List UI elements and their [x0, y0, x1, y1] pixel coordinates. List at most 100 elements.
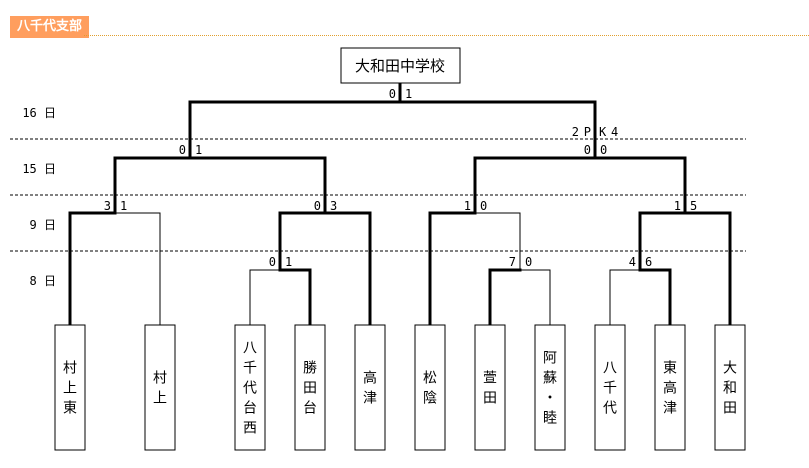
team-box: 東高津 — [654, 324, 686, 451]
bracket-line — [519, 269, 551, 326]
team-name-char: 上 — [153, 391, 167, 407]
bracket-line — [188, 100, 402, 160]
score-right: 1 — [120, 199, 127, 213]
team-box-frame — [54, 324, 86, 451]
team-box-frame — [534, 324, 566, 451]
score-left: 1 — [464, 199, 471, 213]
team-name-char: 松 — [423, 371, 437, 387]
score-right: 1 — [285, 255, 292, 269]
team-box: 村上東 — [54, 324, 86, 451]
team-name-char: 千 — [243, 361, 257, 377]
score-left: 0 — [179, 143, 186, 157]
pk-score-left: 2 — [572, 125, 579, 139]
team-name-char: 睦 — [543, 411, 557, 427]
team-box: 萱田 — [474, 324, 506, 451]
team-name-char: 代 — [243, 381, 257, 397]
team-name-char: 田 — [723, 401, 737, 417]
bracket-line-winner — [68, 211, 117, 327]
pk-label-k: K — [599, 125, 607, 139]
score-left: 0 — [389, 87, 396, 101]
round-label-8: 8 日 — [30, 274, 56, 288]
team-name-char: 田 — [303, 381, 317, 397]
team-box-frame — [594, 324, 626, 451]
branch-title: 八千代支部 — [10, 16, 90, 38]
team-box-frame — [714, 324, 746, 451]
team-box-frame — [144, 324, 176, 451]
team-name-char: 陰 — [423, 391, 437, 407]
team-box-frame — [234, 324, 266, 451]
team-name-char: 高 — [663, 380, 677, 397]
bracket-line — [474, 212, 521, 271]
bracket-line-winner — [323, 211, 372, 327]
team-name-char: 和 — [723, 381, 737, 397]
bracket-line-winner — [278, 268, 312, 327]
team-box: 高津 — [354, 324, 386, 451]
bracket-line — [278, 211, 327, 272]
team-box: 村上 — [144, 324, 176, 451]
team-box-frame — [654, 324, 686, 451]
score-right: 1 — [405, 87, 412, 101]
bracket-line-winner — [593, 156, 687, 215]
team-name-char: 萱 — [483, 371, 497, 387]
team-box: 大和田 — [714, 324, 746, 451]
team-name-char: 東 — [663, 361, 677, 377]
bracket-line — [609, 269, 641, 326]
round-label-9: 9 日 — [30, 218, 56, 232]
team-name-char: 田 — [483, 391, 497, 407]
bracket-line — [114, 212, 161, 326]
team-name-char: 台 — [243, 401, 257, 417]
score-left: 0 — [584, 143, 591, 157]
score-right: 1 — [195, 143, 202, 157]
team-box-frame — [474, 324, 506, 451]
pk-score-right: 4 — [611, 125, 618, 139]
score-left: 0 — [269, 255, 276, 269]
score-right: 6 — [645, 255, 652, 269]
team-name-char: 上 — [63, 381, 77, 397]
header-divider — [84, 35, 809, 36]
score-right: 0 — [600, 143, 607, 157]
team-box-frame — [414, 324, 446, 451]
bracket-line — [473, 156, 597, 215]
score-left: 4 — [629, 255, 636, 269]
team-name-char: 勝 — [303, 361, 317, 377]
round-label-15: 15 日 — [22, 162, 56, 176]
team-name-char: 高 — [363, 370, 377, 387]
bracket-line-winner — [683, 211, 732, 327]
score-left: 3 — [104, 199, 111, 213]
team-name-char: 蘇 — [543, 371, 557, 387]
team-name-char: 東 — [63, 401, 77, 417]
score-right: 0 — [525, 255, 532, 269]
champion-box — [340, 47, 461, 84]
score-left: 1 — [674, 199, 681, 213]
bracket-line-winner — [398, 100, 597, 160]
team-name-char: 台 — [303, 401, 317, 417]
champion-name: 大和田中学校 — [355, 57, 445, 75]
team-name-char: 津 — [363, 391, 377, 407]
score-left: 7 — [509, 255, 516, 269]
team-name-char: 千 — [603, 381, 617, 397]
score-left: 0 — [314, 199, 321, 213]
bracket-line — [249, 269, 281, 326]
team-name-char: 八 — [243, 341, 257, 357]
team-box-frame — [354, 324, 386, 451]
team-box: 阿蘇・睦 — [534, 324, 566, 451]
bracket-line-winner — [488, 268, 522, 327]
score-right: 0 — [480, 199, 487, 213]
team-box: 勝田台 — [294, 324, 326, 451]
round-label-16: 16 日 — [22, 106, 56, 120]
team-name-char: 大 — [723, 361, 737, 377]
bracket-line-winner — [188, 156, 327, 215]
team-name-char: 村 — [153, 371, 167, 387]
score-right: 5 — [690, 199, 697, 213]
team-name-char: 西 — [243, 421, 257, 437]
pk-label-p: P — [584, 125, 591, 139]
team-name-char: 村 — [63, 361, 77, 377]
team-name-char: 津 — [663, 401, 677, 417]
team-name-char: 八 — [603, 361, 617, 377]
bracket-line — [638, 211, 687, 272]
team-box-frame — [294, 324, 326, 451]
team-name-char: 代 — [603, 401, 617, 417]
team-box: 八千代 — [594, 324, 626, 451]
